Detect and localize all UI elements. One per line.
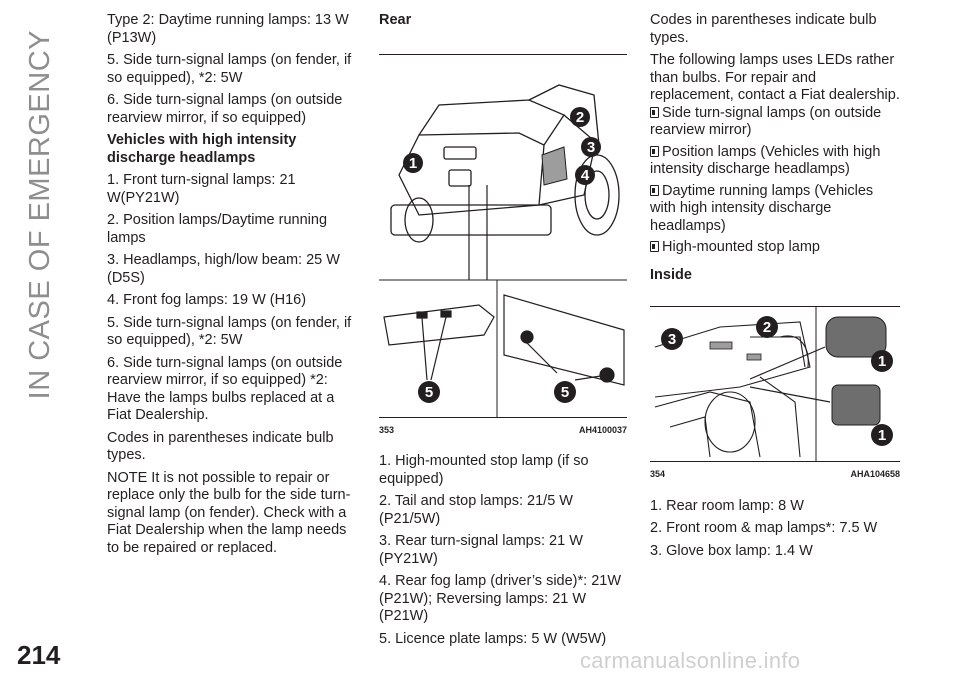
callout-label: 5 (425, 384, 433, 401)
figure-top-rule (379, 53, 627, 55)
list-item: 1. Front turn-signal lamps: 21 W(PY21W) (107, 172, 296, 206)
list-item: 1. High-mounted stop lamp (if so equippe… (379, 453, 589, 487)
figure-inside-lamps: 3 2 1 1 354 AHA104658 (650, 307, 900, 484)
list-item: 3. Rear turn-signal lamps: 21 W (PY21W) (379, 533, 583, 567)
list-item: 2. Front room & map lamps*: 7.5 W (650, 520, 878, 536)
codes-note: Codes in parentheses indicate bulb types… (107, 429, 334, 464)
callout-label: 5 (561, 384, 569, 401)
list-item: 4. Front fog lamps: 19 W (H16) (107, 292, 307, 308)
callout-label: 3 (587, 139, 595, 156)
callout-2 (570, 106, 590, 127)
callout-3 (661, 328, 683, 350)
section-heading-hid: Vehicles with high intensity discharge h… (107, 132, 297, 166)
callout-1a (871, 350, 893, 372)
led-list-item: Daytime running lamps (Vehicles with hig… (650, 182, 874, 234)
callout-2 (756, 316, 778, 338)
list-item: 3. Glove box lamp: 1.4 W (650, 542, 813, 559)
section-heading-inside: Inside (650, 266, 692, 283)
figure-code: AH4100037 (578, 424, 627, 435)
column-3: Codes in parentheses indicate bulb types… (650, 12, 900, 565)
paragraph-item-5: 5. Side turn-signal lamps (on fender, if… (107, 52, 352, 86)
section-heading-rear: Rear (379, 12, 412, 28)
callout-label: 3 (668, 331, 676, 348)
note-text: NOTE It is not possible to repair or rep… (107, 469, 351, 556)
list-item: 4. Rear fog lamp (driver’s side)*: 21W (… (379, 573, 622, 624)
list-item: 2. Position lamps/Daytime running lamps (107, 212, 328, 246)
figure-number: 353 (379, 424, 395, 435)
checkbox-bullet-icon (650, 241, 659, 252)
paragraph-item-6: 6. Side turn-signal lamps (on outside re… (107, 92, 343, 126)
figure-code: AHA104658 (850, 469, 900, 479)
led-list-item: Side turn-signal lamps (on outside rearv… (650, 104, 882, 138)
list-item: 2. Tail and stop lamps: 21/5 W (P21/5W) (379, 493, 573, 527)
callout-label: 4 (581, 167, 590, 184)
callout-5b (554, 380, 576, 403)
figure-rear-lamps: 1 2 3 4 5 5 353 AH4100037 (379, 55, 627, 440)
callout-1b (871, 424, 893, 446)
callout-label: 2 (763, 319, 771, 336)
figure-caption: 354 AHA104658 (650, 462, 900, 484)
paragraph-type2: Type 2: Daytime running lamps: 13 W (P13… (107, 12, 349, 46)
inside-lamps-illustration: 3 2 1 1 (654, 307, 893, 461)
callout-1 (403, 152, 423, 173)
led-intro: The following lamps uses LEDs rather tha… (650, 52, 900, 103)
led-list-item: High-mounted stop lamp (650, 239, 900, 257)
list-item: 5. Side turn-signal lamps (on fender, if… (107, 314, 352, 349)
callout-4 (575, 164, 595, 185)
figure-caption: 353 AH4100037 (379, 418, 627, 440)
figure-number: 354 (650, 469, 666, 479)
list-item: 1. Rear room lamp: 8 W (650, 497, 804, 514)
callout-label: 2 (576, 109, 584, 126)
checkbox-bullet-icon (650, 106, 659, 118)
section-title: IN CASE OF EMERGENCY (24, 30, 56, 400)
watermark: carmanualsonline.info (580, 648, 801, 673)
callout-label: 1 (878, 427, 886, 444)
checkbox-bullet-icon (650, 184, 659, 196)
column-1: Type 2: Daytime running lamps: 13 W (P13… (107, 12, 357, 562)
figure-bottom-rule (650, 461, 900, 462)
led-list-item: Position lamps (Vehicles with high inten… (650, 143, 881, 177)
checkbox-bullet-icon (650, 145, 659, 157)
list-item: 6. Side turn-signal lamps (on outside re… (107, 354, 343, 424)
codes-note: Codes in parentheses indicate bulb types… (650, 12, 877, 46)
list-item: 3. Headlamps, high/low beam: 25 W (D5S) (107, 252, 340, 286)
callout-label: 1 (409, 155, 417, 172)
figure-top-rule (650, 306, 900, 307)
column-2: Rear (379, 12, 627, 653)
rear-lamps-illustration: 1 2 3 4 5 5 (379, 83, 627, 417)
callout-5a (418, 380, 440, 403)
callout-label: 1 (878, 353, 886, 370)
page-number: 214 (17, 640, 61, 670)
figure-bottom-rule (379, 416, 627, 418)
list-item: 5. Licence plate lamps: 5 W (W5W) (379, 630, 607, 647)
callout-3 (581, 136, 601, 157)
